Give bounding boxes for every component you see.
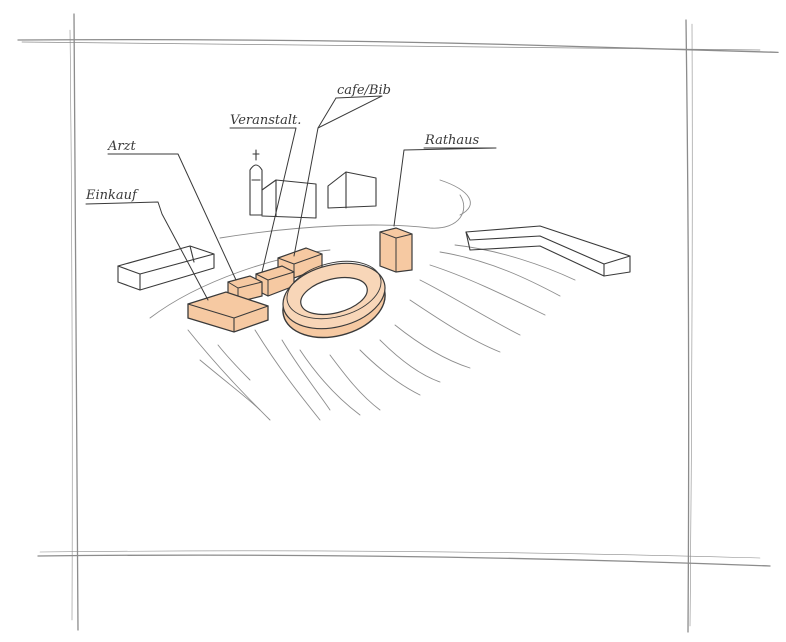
house-sketch	[328, 172, 376, 208]
rathaus-building	[380, 228, 412, 272]
label-einkauf: Einkauf	[85, 188, 139, 203]
label-rathaus: Rathaus	[424, 133, 480, 148]
label-veranstalt: Veranstalt.	[230, 113, 301, 128]
label-arzt: Arzt	[107, 139, 136, 154]
label-cafe-bib: cafe/Bib	[337, 83, 391, 98]
sketch-frame	[18, 14, 778, 632]
